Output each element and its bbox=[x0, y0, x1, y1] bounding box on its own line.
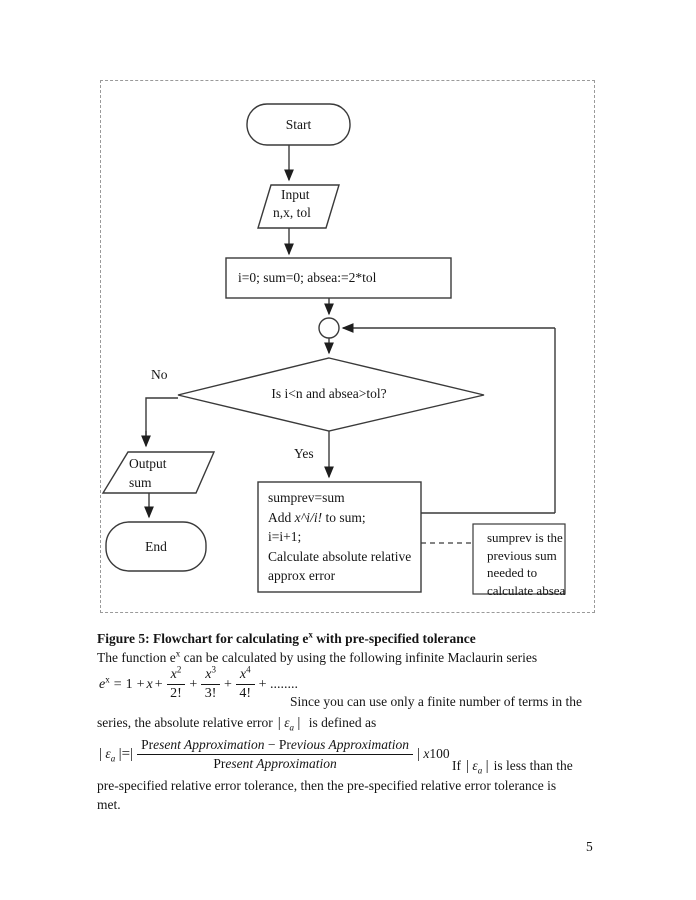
input-line-1: Input bbox=[281, 187, 310, 202]
end-shape bbox=[105, 521, 207, 572]
caption-superscript: x bbox=[308, 629, 313, 640]
page-number: 5 bbox=[586, 839, 593, 854]
comment-line-4: calculate absea bbox=[487, 582, 566, 598]
start-label: Start bbox=[285, 116, 312, 132]
if-line: If| εa |is less than the bbox=[452, 758, 573, 776]
maclaurin-lhs: ex bbox=[99, 673, 110, 692]
intro-line: The function ex can be calculated by usi… bbox=[97, 648, 538, 665]
process-line-1: sumprev=sum bbox=[268, 490, 345, 505]
yes-label: Yes bbox=[294, 446, 314, 461]
intro-superscript: x bbox=[175, 648, 181, 659]
process-line-2-math: x^i/i! bbox=[294, 509, 323, 525]
error-formula-rhs: | x100 bbox=[416, 746, 450, 762]
input-line-2: n,x, tol bbox=[273, 205, 311, 220]
output-shape bbox=[101, 451, 216, 494]
process-line-5: approx error bbox=[268, 568, 336, 583]
process-line-3: i=i+1; bbox=[268, 529, 302, 544]
error-fraction: Present Approximation − Previous Approxi… bbox=[137, 737, 413, 772]
comment-shape bbox=[472, 523, 566, 595]
process-line-2: Add x^i/i! to sum; bbox=[268, 509, 366, 525]
series-line: series, the absolute relative error| εa … bbox=[97, 715, 377, 733]
output-line-2: sum bbox=[129, 475, 152, 490]
comment-line-2: previous sum bbox=[487, 547, 557, 563]
comment-line-1: sumprev is the bbox=[487, 530, 563, 545]
abs-error-symbol: | εa | bbox=[277, 715, 301, 733]
output-line-1: Output bbox=[129, 456, 167, 471]
process-shape bbox=[257, 481, 422, 593]
comment-line-3: needed to bbox=[487, 565, 538, 580]
output-label: Output sum bbox=[129, 454, 167, 492]
figure-caption: Figure 5: Flowchart for calculating ex w… bbox=[97, 629, 476, 646]
met-line: met. bbox=[97, 797, 121, 812]
end-label: End bbox=[145, 538, 167, 554]
since-line: Since you can use only a finite number o… bbox=[290, 694, 583, 709]
error-formula: | εa |=| Present Approximation − Previou… bbox=[97, 737, 452, 772]
decision-label: Is i<n and absea>tol? bbox=[271, 386, 387, 401]
init-label: i=0; sum=0; absea:=2*tol bbox=[238, 270, 377, 285]
error-formula-lhs: | εa |=| bbox=[99, 746, 134, 764]
input-label: Input n,x, tol bbox=[273, 186, 311, 222]
connector-circle bbox=[318, 317, 340, 339]
input-shape bbox=[257, 184, 340, 229]
tolerance-line: pre-specified relative error tolerance, … bbox=[97, 778, 557, 793]
no-branch-line bbox=[145, 397, 178, 445]
flowchart-figure: Start Input n,x, tol i=0; sum=0; absea:=… bbox=[100, 80, 595, 613]
process-line-4: Calculate absolute relative bbox=[268, 548, 412, 564]
flowchart-canvas bbox=[101, 103, 566, 595]
no-label: No bbox=[151, 367, 168, 382]
init-shape bbox=[225, 257, 452, 299]
abs-error-symbol-2: | εa | bbox=[466, 758, 489, 776]
process-label: sumprev=sum Add x^i/i! to sum; i=i+1; Ca… bbox=[268, 488, 418, 586]
comment-label: sumprev is the previous sum needed to ca… bbox=[487, 529, 565, 599]
start-shape bbox=[246, 103, 351, 146]
